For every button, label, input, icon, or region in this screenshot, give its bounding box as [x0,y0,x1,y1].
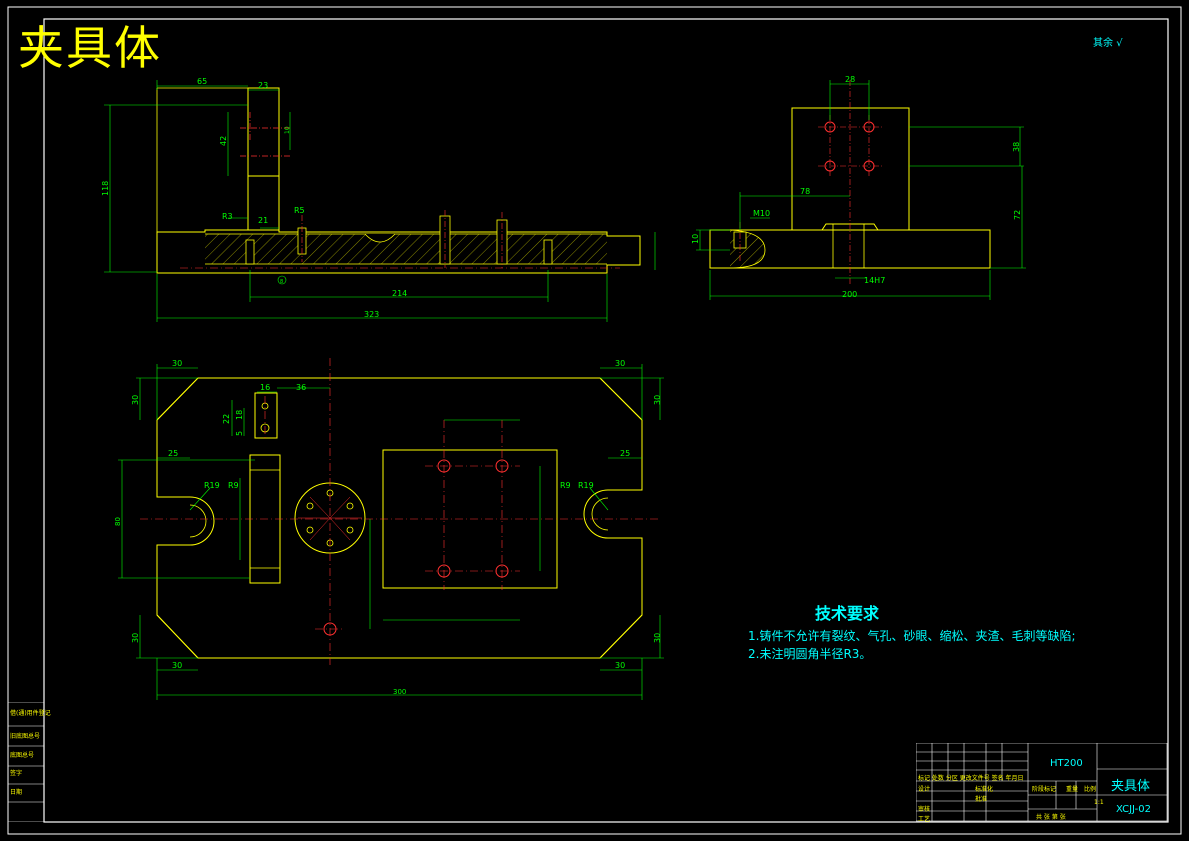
dim-top-300: 300 [393,688,406,696]
title-block-approve: 批准 [975,796,988,803]
tech-requirements-heading: 技术要求 [815,604,880,623]
inner-frame [43,18,1169,823]
dim-top-30e: 30 [131,633,140,643]
dim-top-30b: 30 [615,359,625,368]
title-block-weight: 重量 [1066,786,1079,793]
side-block-item-3: 底图总号 [10,752,35,759]
dim-side-m10: M10 [753,209,770,218]
title-block-scale-label: 比例 [1084,786,1097,793]
front-view: 65 23 118 42 10 R3 21 R5 214 323 8 [101,77,656,322]
dim-front-214: 214 [392,289,407,298]
dim-side-10: 10 [691,234,700,244]
side-block-item-2: 旧底图总号 [10,733,41,740]
dim-front-r5: R5 [294,206,305,215]
title-block-material: HT200 [1050,758,1083,769]
tech-requirement-1: 1.铸件不允许有裂纹、气孔、砂眼、缩松、夹渣、毛刺等缺陷; [748,629,1076,643]
dim-top-25b: 25 [620,449,630,458]
dim-side-38: 38 [1012,142,1021,152]
title-block-drawing-no: XCJJ-02 [1116,804,1151,815]
dim-side-14h7: 14H7 [864,276,885,285]
tech-requirement-2: 2.未注明圆角半径R3。 [748,647,872,661]
roughness-text: 其余 [1093,38,1113,49]
dim-front-118: 118 [101,181,110,196]
dim-top-30c: 30 [131,395,140,405]
title-block-stage-mark: 阶段标记 [1032,786,1057,793]
side-block-item-1: 借(通)用件登记 [10,710,51,717]
dim-side-28: 28 [845,75,855,84]
side-block-item-5: 日期 [10,789,23,796]
dim-top-30a: 30 [172,359,182,368]
top-view: 30 30 30 30 30 30 30 30 16 36 22 5 18 25… [114,358,664,700]
dim-front-21: 21 [258,216,268,225]
dim-top-r19a: R19 [204,481,220,490]
side-view: 28 38 72 78 M10 10 14H7 200 [691,75,1026,300]
title-block-grid [916,743,1168,822]
dim-top-18: 18 [235,410,244,420]
title-block-process: 工艺 [918,816,931,823]
roughness-symbol-icon: √ [1116,38,1123,49]
dim-side-200: 200 [842,290,857,299]
dim-front-10: 10 [284,126,291,134]
dim-top-16: 16 [260,383,270,392]
dim-front-42: 42 [219,136,228,146]
title-block-standardize: 标准化 [975,786,994,793]
dim-top-22: 22 [222,414,231,424]
dim-top-30g: 30 [172,661,182,670]
circle-label-8: 8 [280,279,283,285]
side-block-item-4: 签字 [10,770,23,777]
dim-side-78: 78 [800,187,810,196]
title-block-checker: 审核 [918,806,931,813]
drawing-title: 夹具体 [18,21,162,75]
dim-top-36: 36 [296,383,306,392]
dim-top-30f: 30 [653,633,662,643]
dim-side-72: 72 [1013,210,1022,220]
dim-top-r9b: R9 [560,481,571,490]
title-block-marks-row: 标记 处数 分区 更改文件号 签名 年月日 [918,775,1024,782]
title-block-scale: 1:1 [1094,799,1104,806]
dim-top-80: 80 [114,517,122,526]
roughness-note: 其余 √ [1093,34,1123,49]
dim-top-r19b: R19 [578,481,594,490]
dim-top-30h: 30 [615,661,625,670]
dim-front-r3: R3 [222,212,233,221]
dim-front-65: 65 [197,77,207,86]
outer-frame [7,6,1182,835]
dim-top-25a: 25 [168,449,178,458]
title-block-sheet: 共 张 第 张 [1036,814,1066,821]
title-block-part-name: 夹具体 [1111,779,1151,794]
dim-front-323: 323 [364,310,379,319]
title-block-designer: 设计 [918,786,931,793]
dim-top-r9a: R9 [228,481,239,490]
side-block-grid [8,702,44,822]
dim-top-5: 5 [235,431,244,436]
dim-top-30d: 30 [653,395,662,405]
dim-front-23: 23 [258,81,268,90]
